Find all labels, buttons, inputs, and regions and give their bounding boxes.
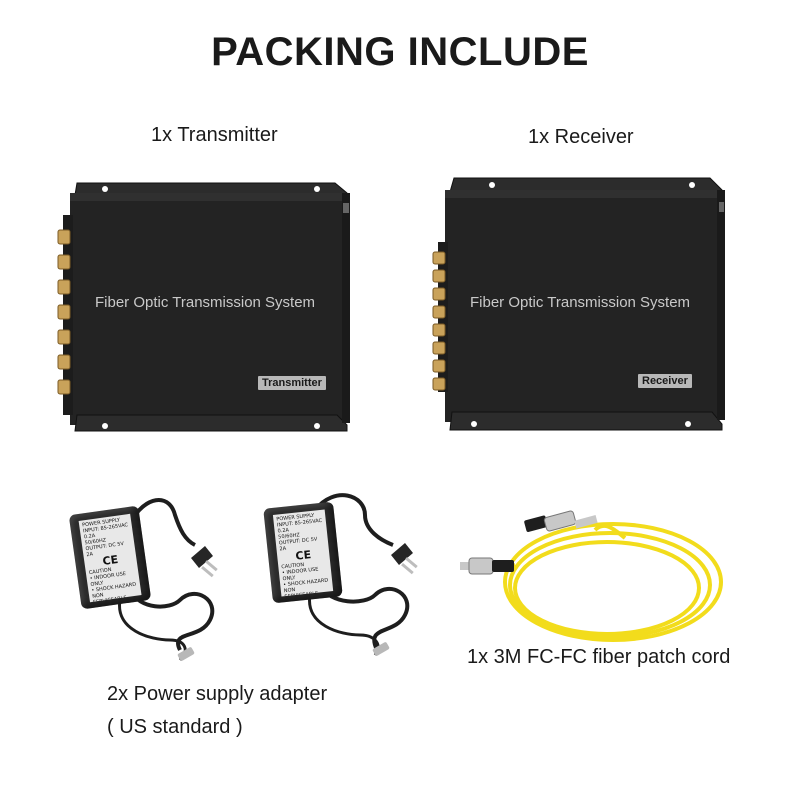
- adapter-1-label: POWER SUPPLY INPUT: 85-265VAC 0.2A 50/60…: [78, 513, 142, 603]
- adapter-caption-line2: ( US standard ): [107, 716, 243, 738]
- power-adapter-2: POWER SUPPLY INPUT: 85-265VAC 0.2A 50/60…: [255, 485, 435, 665]
- power-cable-2: [308, 493, 410, 656]
- page-title: PACKING INCLUDE: [211, 30, 589, 74]
- power-adapter-1: POWER SUPPLY INPUT: 85-265VAC 0.2A 50/60…: [60, 490, 240, 670]
- receiver-tag: Receiver: [638, 374, 692, 388]
- receiver-caption: 1x Receiver: [528, 126, 634, 148]
- adapter-2-body: POWER SUPPLY INPUT: 85-265VAC 0.2A 50/60…: [263, 501, 343, 604]
- dc-connector-icon: [177, 647, 195, 661]
- adapter-caption-line1: 2x Power supply adapter: [107, 683, 328, 705]
- fc-connector-icon: [524, 510, 598, 532]
- receiver-device-image: [432, 177, 725, 431]
- adapter-2-label: POWER SUPPLY INPUT: 85-265VAC 0.2A 50/60…: [272, 509, 334, 597]
- power-plug-icon: [191, 546, 218, 578]
- receiver-device: Fiber Optic Transmission System Receiver: [430, 172, 730, 440]
- transmitter-device-text: Fiber Optic Transmission System: [95, 294, 316, 311]
- power-plug-icon: [391, 543, 418, 575]
- receiver-device-text: Fiber Optic Transmission System: [470, 294, 691, 311]
- transmitter-tag: Transmitter: [258, 376, 326, 390]
- fiber-patch-cord: [460, 510, 723, 642]
- fc-connector-icon: [460, 557, 514, 575]
- transmitter-device: Fiber Optic Transmission System Transmit…: [55, 175, 355, 440]
- dc-connector-icon: [372, 642, 390, 656]
- patch-cord-caption: 1x 3M FC-FC fiber patch cord: [467, 646, 731, 668]
- adapter-1-body: POWER SUPPLY INPUT: 85-265VAC 0.2A 50/60…: [68, 505, 152, 610]
- transmitter-caption: 1x Transmitter: [151, 124, 278, 146]
